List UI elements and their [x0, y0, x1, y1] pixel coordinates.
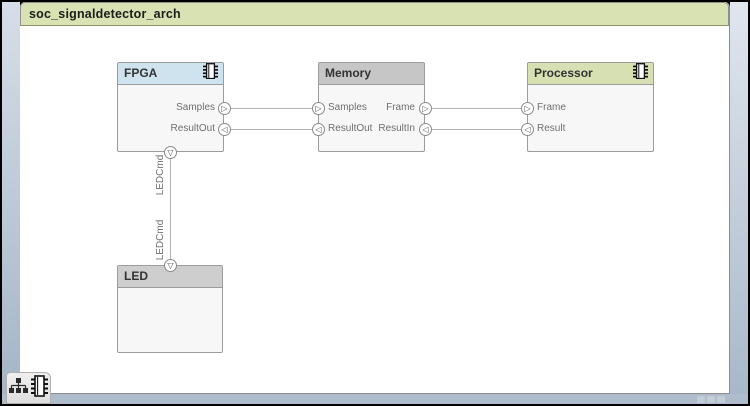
out-arrow-icon: ▷ — [221, 104, 228, 113]
port-memory-samples-in[interactable]: ▷ — [312, 102, 325, 115]
down-arrow-icon: ▽ — [167, 148, 174, 157]
block-led-header: LED — [118, 266, 222, 288]
port-processor-result-out[interactable]: ◁ — [521, 123, 534, 136]
vertical-scrollbar[interactable] — [730, 2, 748, 404]
port-memory-frame-out[interactable]: ▷ — [419, 102, 432, 115]
wire-memory-frame-to-processor[interactable] — [425, 108, 527, 109]
model-title-bar: soc_signaldetector_arch — [20, 2, 729, 26]
scrollbar-grip — [697, 396, 705, 403]
diagram-canvas[interactable]: soc_signaldetector_arch LEDCmd LEDCmd FP… — [20, 2, 730, 394]
chip-icon — [633, 62, 648, 86]
horizontal-scrollbar[interactable] — [2, 394, 748, 404]
port-memory-resultout-out[interactable]: ◁ — [312, 123, 325, 136]
block-led-title: LED — [124, 269, 148, 283]
wire-processor-result-to-memory[interactable] — [425, 129, 527, 130]
wire-fpga-ledcmd-to-led[interactable] — [170, 152, 171, 265]
block-fpga[interactable]: FPGA — [117, 62, 224, 152]
in-arrow-icon: ◁ — [221, 125, 228, 134]
out-arrow-icon: ▷ — [422, 104, 429, 113]
port-fpga-resultout-in[interactable]: ◁ — [218, 123, 231, 136]
block-memory-header: Memory — [319, 63, 424, 85]
wire-memory-resultout-to-fpga[interactable] — [224, 129, 318, 130]
chip-icon[interactable] — [31, 374, 48, 402]
block-led[interactable]: LED — [117, 265, 223, 353]
hierarchy-icon[interactable] — [9, 377, 28, 399]
port-label-fpga-resultout: ResultOut — [170, 123, 215, 134]
block-processor-header: Processor — [528, 62, 653, 86]
port-label-memory-resultin: ResultIn — [378, 123, 415, 134]
port-label-processor-frame: Frame — [537, 102, 566, 113]
block-memory-title: Memory — [325, 66, 372, 80]
block-fpga-title: FPGA — [124, 66, 158, 80]
block-processor-title: Processor — [534, 66, 593, 80]
diagram-type-badge[interactable] — [6, 372, 51, 404]
port-label-processor-result: Result — [537, 123, 566, 134]
port-label-memory-resultout: ResultOut — [328, 123, 373, 134]
scrollbar-grip — [717, 396, 725, 403]
block-processor[interactable]: Processor — [527, 62, 654, 152]
down-arrow-icon: ▽ — [167, 261, 174, 270]
wire-fpga-samples-to-memory[interactable] — [224, 108, 318, 109]
block-fpga-header: FPGA — [118, 62, 223, 86]
chip-icon — [203, 62, 218, 86]
in-arrow-icon: ◁ — [315, 125, 322, 134]
model-title: soc_signaldetector_arch — [29, 7, 181, 21]
scrollbar-grip — [707, 396, 715, 403]
port-fpga-samples-out[interactable]: ▷ — [218, 102, 231, 115]
port-label-fpga-samples: Samples — [176, 102, 215, 113]
port-label-memory-frame: Frame — [386, 102, 415, 113]
left-scroll-strip[interactable] — [2, 2, 20, 404]
port-memory-resultin-in[interactable]: ◁ — [419, 123, 432, 136]
port-label-memory-samples: Samples — [328, 102, 367, 113]
in-arrow-icon: ◁ — [422, 125, 429, 134]
out-arrow-icon: ▷ — [524, 104, 531, 113]
port-led-ledcmd-in[interactable]: ▽ — [164, 259, 177, 272]
port-processor-frame-in[interactable]: ▷ — [521, 102, 534, 115]
out-arrow-icon: ▷ — [315, 104, 322, 113]
in-arrow-icon: ◁ — [524, 125, 531, 134]
port-fpga-ledcmd-out[interactable]: ▽ — [164, 146, 177, 159]
